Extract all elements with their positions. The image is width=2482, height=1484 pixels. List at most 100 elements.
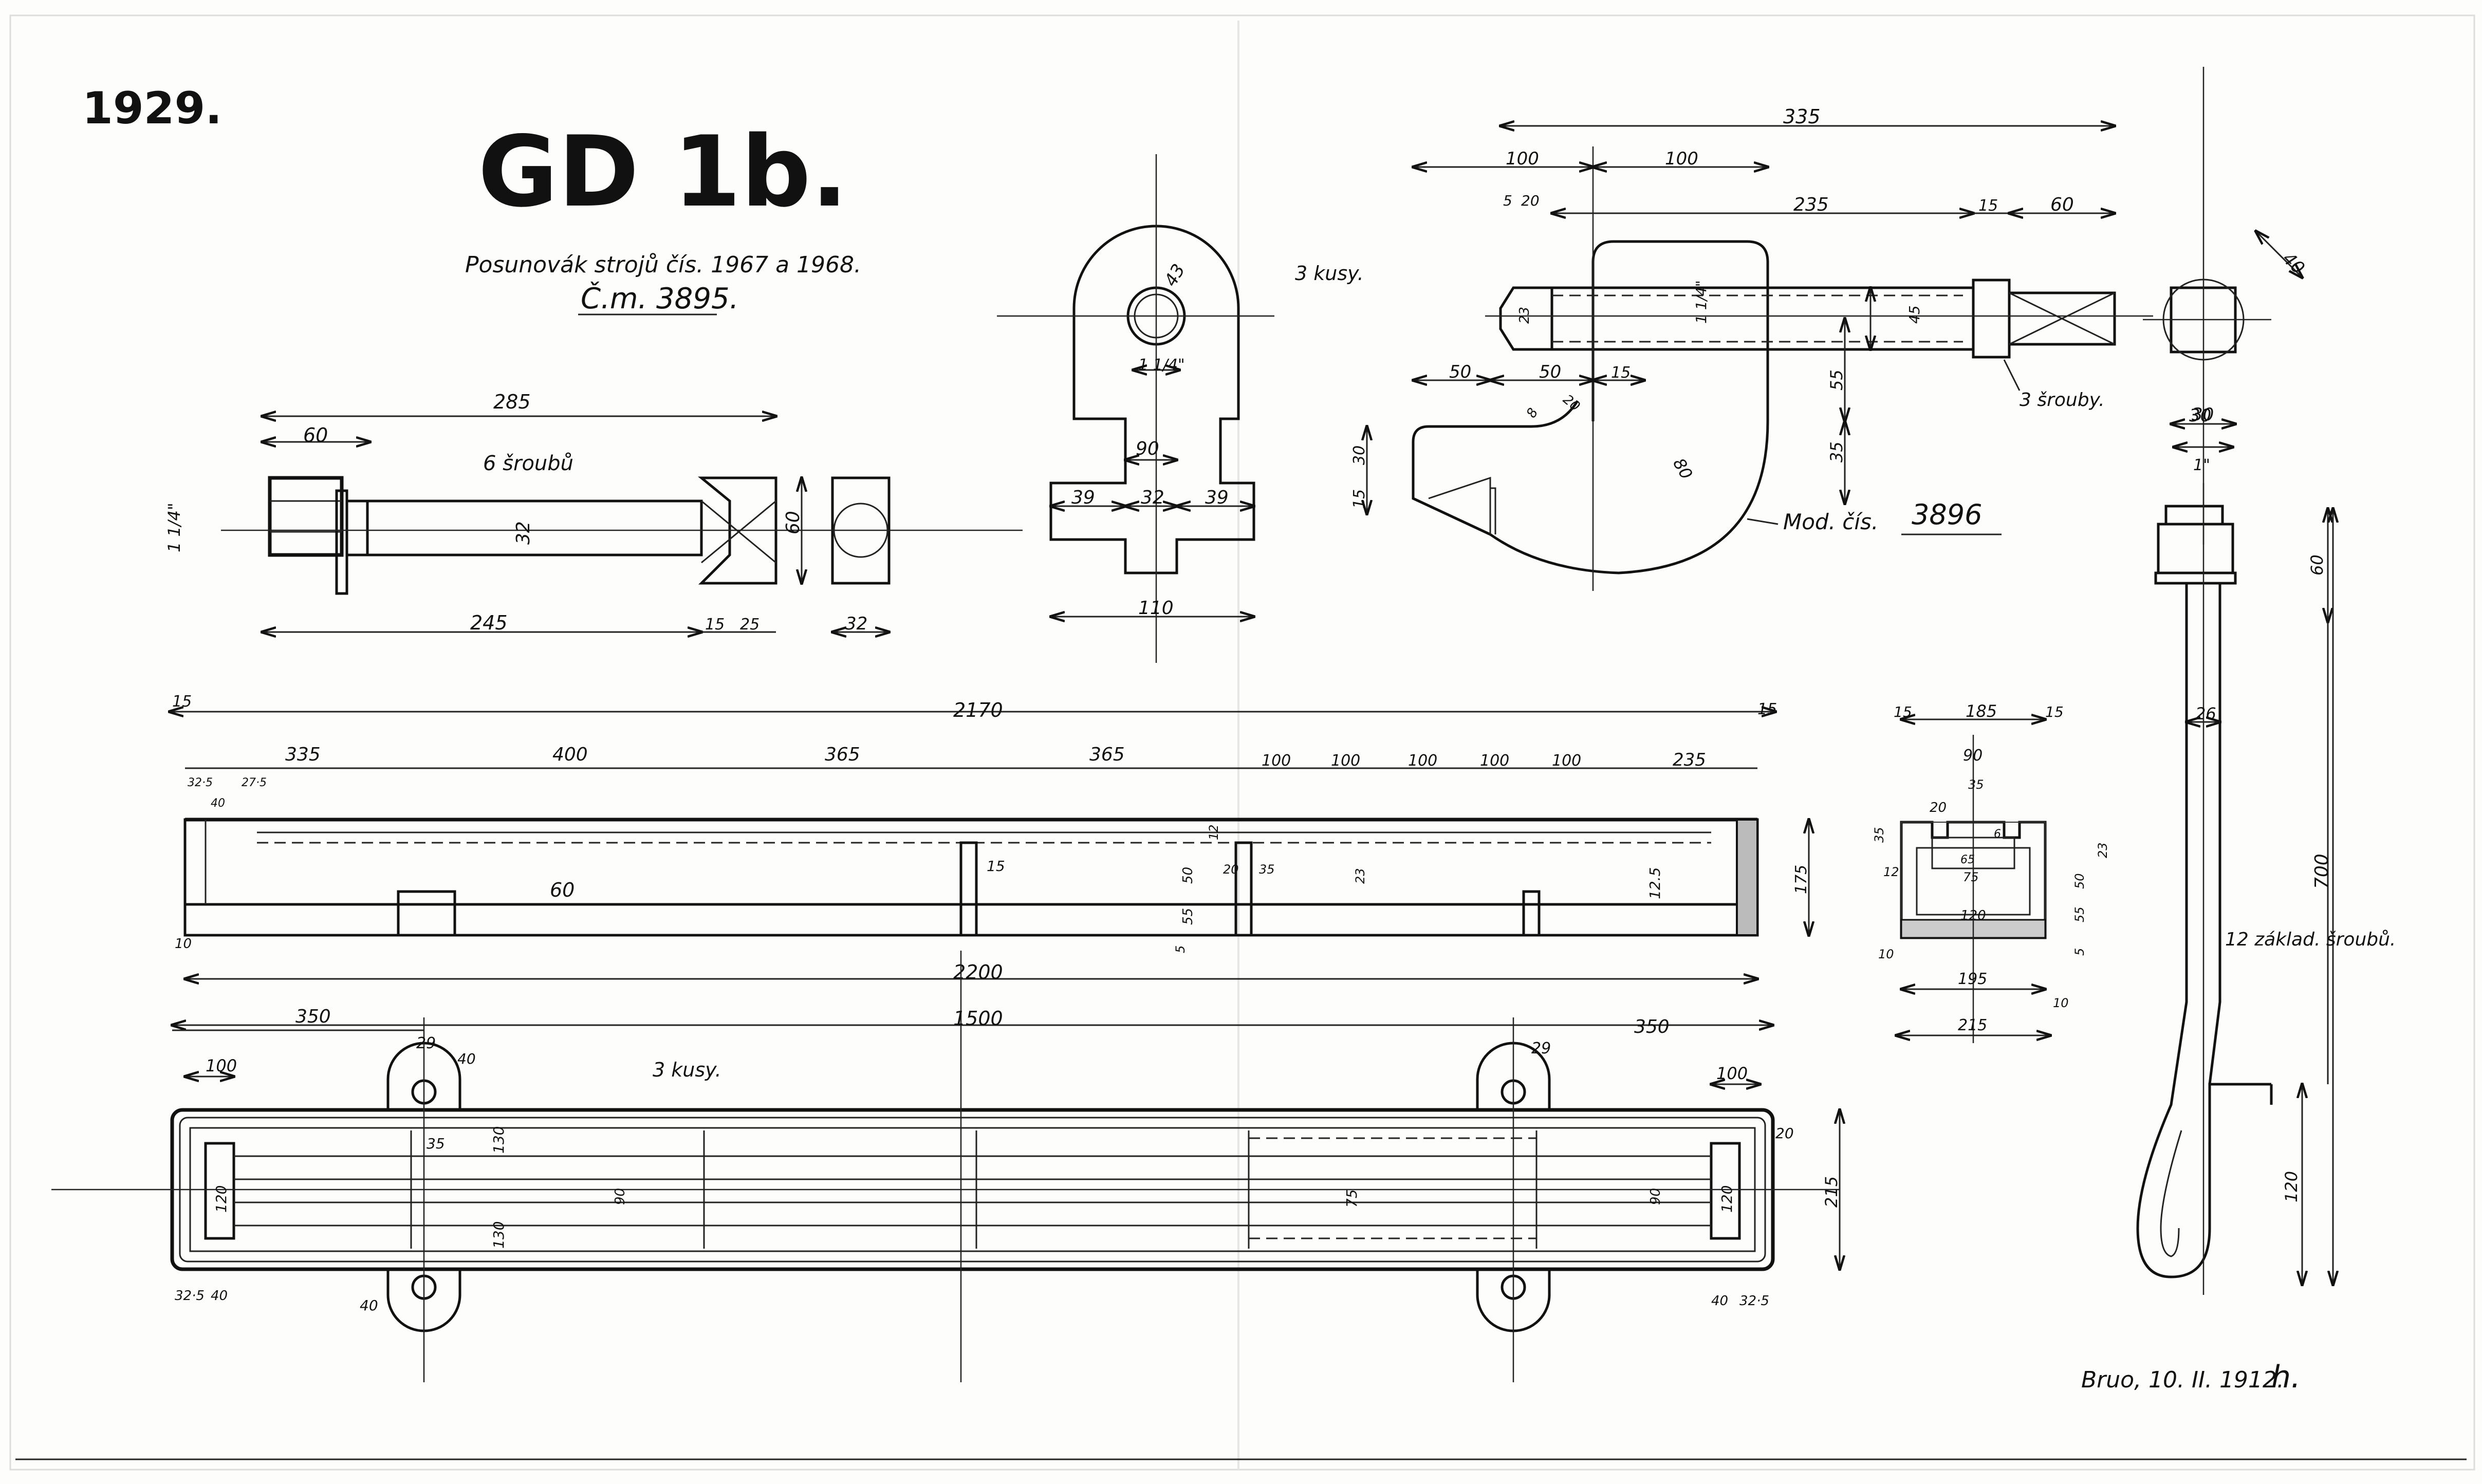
anchor-bolt-view: 30 1" 60 26 700 120 12 základ. šroubů. bbox=[2136, 405, 2396, 1295]
anchor-dim-60: 60 bbox=[2307, 554, 2327, 576]
hook-dim-45: 45 bbox=[1906, 305, 1923, 324]
plan-dim-29a: 29 bbox=[416, 1034, 436, 1052]
rail-dim-2170: 2170 bbox=[953, 699, 1003, 721]
plan-dim-40a: 40 bbox=[457, 1050, 476, 1067]
hook-dim-100a: 100 bbox=[1506, 149, 1539, 169]
rail-rib-4 bbox=[1522, 890, 1541, 937]
signature-initial: h. bbox=[2271, 1359, 2301, 1395]
section-dim-12: 12 bbox=[1883, 865, 1899, 879]
hook-dim-20b: 20 bbox=[1560, 392, 1583, 414]
rail-dim-365b: 365 bbox=[1089, 744, 1125, 765]
bolt-dim-32w: 32 bbox=[845, 614, 867, 634]
drawing-code: GD 1b. bbox=[478, 115, 848, 229]
bolt-dim-25: 25 bbox=[740, 616, 760, 634]
hook-body bbox=[1412, 240, 1769, 574]
section-dim-20: 20 bbox=[1930, 800, 1947, 815]
drawing-description: Posunovák strojů čís. 1967 a 1968. bbox=[465, 252, 861, 278]
rail-dim-235: 235 bbox=[1673, 750, 1706, 770]
bolt-dim-60h: 60 bbox=[783, 511, 804, 534]
anchor-label: 12 základ. šroubů. bbox=[2225, 929, 2396, 950]
plan-dim-40c: 40 bbox=[211, 1288, 228, 1304]
anchor-shank-outline bbox=[2136, 583, 2271, 1278]
section-dim-15r: 15 bbox=[2045, 703, 2064, 720]
rail-plan-slot-left bbox=[204, 1142, 235, 1240]
clamp-dim-90: 90 bbox=[1136, 438, 1159, 459]
section-dim-75: 75 bbox=[1963, 870, 1979, 884]
bolt-shank bbox=[366, 499, 703, 556]
hook-dim-35: 35 bbox=[1827, 441, 1846, 462]
clamp-view: 43 1 1/4" 90 39 32 39 110 bbox=[997, 154, 1274, 663]
hook-model-number: 3896 bbox=[1912, 498, 1982, 531]
clamp-dim-39l: 39 bbox=[1071, 487, 1095, 508]
rail-dim-35: 35 bbox=[1259, 862, 1275, 877]
bolt-label: 6 šroubů bbox=[483, 452, 573, 475]
hook-dim-15c: 15 bbox=[1350, 489, 1368, 509]
section-dim-35: 35 bbox=[1968, 777, 1984, 792]
rail-dim-365a: 365 bbox=[825, 744, 860, 765]
rail-side-outline bbox=[183, 818, 1759, 937]
hook-screw-collar bbox=[1972, 279, 2011, 359]
section-dim-195: 195 bbox=[1958, 970, 1987, 988]
anchor-dim-700: 700 bbox=[2311, 854, 2332, 889]
bolt-dim-32: 32 bbox=[513, 521, 534, 545]
hook-dim-50a: 50 bbox=[1449, 362, 1471, 382]
bolt-head bbox=[697, 476, 777, 585]
bolt-dim-245: 245 bbox=[470, 611, 508, 634]
hook-dim-8: 8 bbox=[1524, 405, 1541, 420]
plan-dim-120b: 120 bbox=[1718, 1185, 1735, 1213]
rail-rib-3 bbox=[1234, 841, 1253, 937]
clamp-dim-32: 32 bbox=[1141, 487, 1164, 508]
hook-qty: 3 kusy. bbox=[1295, 262, 1364, 285]
hook-view: 3 kusy. 335 100 100 5 20 235 bbox=[1295, 105, 2153, 591]
rail-plan-view: 1500 350 350 100 100 29 29 40 40 3 kusy.… bbox=[51, 951, 1841, 1382]
plan-dim-40d: 40 bbox=[1711, 1293, 1728, 1309]
rail-dim-125: 12.5 bbox=[1646, 867, 1663, 899]
rail-dim-50: 50 bbox=[1180, 867, 1196, 884]
hook-screw-square bbox=[2008, 291, 2116, 346]
rail-dim-335: 335 bbox=[285, 744, 321, 765]
rail-dim-15: 15 bbox=[987, 858, 1005, 875]
plan-dim-130a: 130 bbox=[490, 1126, 507, 1154]
rail-dim-325: 32·5 bbox=[188, 776, 213, 789]
section-dim-55: 55 bbox=[2072, 906, 2087, 922]
anchor-dim-120: 120 bbox=[2282, 1171, 2301, 1202]
section-dim-15l: 15 bbox=[1894, 703, 1912, 720]
hook-dim-100b: 100 bbox=[1665, 149, 1698, 169]
plan-dim-90b: 90 bbox=[1648, 1188, 1663, 1205]
plan-dim-35: 35 bbox=[427, 1135, 445, 1152]
hook-dim-30: 30 bbox=[1350, 446, 1368, 465]
section-dim-120: 120 bbox=[1960, 908, 1986, 923]
clamp-dim-110: 110 bbox=[1138, 598, 1174, 619]
section-dim-23: 23 bbox=[2096, 842, 2110, 858]
plan-dim-325a: 32·5 bbox=[175, 1288, 205, 1304]
hook-screw-label: 3 šrouby. bbox=[2020, 389, 2105, 411]
sheet-number: 1929. bbox=[82, 83, 222, 134]
hook-dim-20: 20 bbox=[1521, 192, 1540, 209]
plan-dim-75: 75 bbox=[1343, 1189, 1360, 1208]
rail-dim-5: 5 bbox=[1173, 945, 1188, 953]
section-dim-185: 185 bbox=[1966, 701, 1997, 721]
plan-dim-325b: 32·5 bbox=[1739, 1293, 1769, 1309]
hook-dim-335: 335 bbox=[1783, 105, 1821, 128]
plan-dim-350r: 350 bbox=[1634, 1016, 1670, 1037]
rail-dim-175: 175 bbox=[1792, 865, 1810, 894]
section-dim-6: 6 bbox=[1994, 828, 2001, 841]
clamp-dim-39r: 39 bbox=[1205, 487, 1229, 508]
rail-end-hatch bbox=[1736, 819, 1758, 936]
hook-dim-15: 15 bbox=[1978, 197, 1998, 215]
anchor-dim-30: 30 bbox=[2189, 405, 2211, 426]
plan-dim-130b: 130 bbox=[490, 1221, 507, 1249]
bolt-dim-285: 285 bbox=[493, 391, 531, 413]
plan-qty: 3 kusy. bbox=[653, 1059, 721, 1081]
bolt-thread: 1 1/4" bbox=[164, 503, 184, 552]
square-dim-40: 40 bbox=[2279, 248, 2309, 279]
rail-dim-100-1: 100 bbox=[1262, 752, 1291, 770]
rail-dim-15l: 15 bbox=[172, 693, 192, 711]
rail-dim-400: 400 bbox=[552, 744, 588, 765]
hook-dim-r80: 80 bbox=[1669, 455, 1696, 483]
anchor-washer bbox=[2154, 571, 2237, 585]
anchor-dim-26: 26 bbox=[2195, 704, 2216, 724]
signature-place-date: Bruo, 10. II. 1912. bbox=[2081, 1367, 2284, 1393]
